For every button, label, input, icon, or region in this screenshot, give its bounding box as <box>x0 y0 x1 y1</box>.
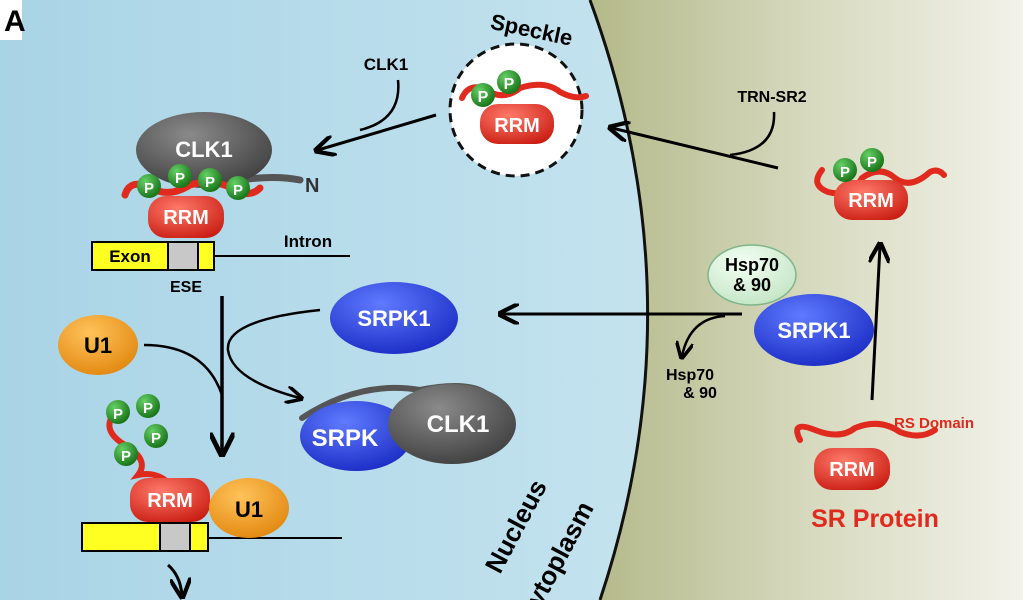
u1-free <box>58 315 138 375</box>
phospho-circle <box>144 424 168 448</box>
bottom-exit-arrow <box>166 563 182 595</box>
speckle-rrm <box>480 104 554 144</box>
phospho-label: P <box>205 174 215 191</box>
phospho-label: P <box>504 76 515 93</box>
phospho-label: P <box>121 448 131 465</box>
srpk1-to-complex-arrow <box>226 308 321 398</box>
panel-letter-bg <box>0 0 22 40</box>
clk1-top-kinase <box>136 112 272 188</box>
srpk1-main-label: SRPK1 <box>357 306 430 331</box>
top-rrm-label: RRM <box>163 207 209 229</box>
u1-input-curve <box>143 343 224 396</box>
top-ese-box <box>167 241 199 271</box>
phospho-circle <box>106 400 130 424</box>
trn-sr2-label: TRN-SR2 <box>737 89 806 106</box>
phospho-circle <box>833 158 857 182</box>
phospho-circle <box>168 164 192 188</box>
ese-label: ESE <box>170 279 202 296</box>
phospho-label: P <box>143 400 153 417</box>
srpk1-cyto <box>754 294 874 366</box>
srpk1-main <box>330 282 458 354</box>
hsp-chaperone-label: Hsp70& 90 <box>725 255 779 295</box>
phospho-circle <box>226 176 250 200</box>
n-terminus-label: N <box>305 175 319 197</box>
panel-letter: A <box>4 5 26 38</box>
speckle-to-clk1-arrow <box>318 113 437 150</box>
phospho-label: P <box>867 154 877 171</box>
sr-rrm <box>814 448 890 490</box>
phospho-label: P <box>175 170 185 187</box>
u1-bound-label: U1 <box>235 497 263 522</box>
complex-clk1 <box>388 384 516 464</box>
bottom-ese-box <box>159 522 191 552</box>
top-rrm <box>148 196 224 238</box>
clk1-input-curve <box>359 79 400 132</box>
cyto-p-rs-tail <box>814 167 947 197</box>
phospho-label: P <box>144 180 154 197</box>
phospho-label: P <box>478 89 489 106</box>
phospho-circle <box>114 442 138 466</box>
exon-label: Exon <box>109 247 151 266</box>
phospho-label: P <box>113 406 123 423</box>
cyto-p-rrm <box>834 180 908 220</box>
trn-sr2-curve <box>729 111 776 157</box>
trn-sr2-import-arrow <box>612 128 779 170</box>
phospho-circle <box>198 168 222 192</box>
sr-up-arrow <box>872 246 880 401</box>
phospho-circle <box>497 70 521 94</box>
intron-label: Intron <box>284 232 332 251</box>
phospho-label: P <box>233 182 243 199</box>
srpk1-cyto-label: SRPK1 <box>777 318 850 343</box>
hsp-released-label: Hsp70& 90 <box>666 367 717 402</box>
sr-rrm-label: RRM <box>829 459 875 481</box>
bottom-rrm <box>130 478 210 522</box>
phospho-circle <box>860 148 884 172</box>
sr-protein-title: SR Protein <box>811 505 939 533</box>
phospho-label: P <box>840 164 850 181</box>
bottom-rs-tail <box>106 409 178 493</box>
complex-srpk-label: SRPK <box>312 425 379 452</box>
phospho-circle <box>471 83 495 107</box>
top-phospho-group: P P P P <box>137 164 250 200</box>
complex-srpk <box>300 401 412 471</box>
u1-free-label: U1 <box>84 333 112 358</box>
phospho-circle <box>136 394 160 418</box>
bottom-rrm-label: RRM <box>147 490 193 512</box>
hsp-chaperone <box>707 244 797 306</box>
clk1-top-label: CLK1 <box>175 137 232 162</box>
phospho-circle <box>137 174 161 198</box>
rs-domain-label: RS Domain <box>894 415 974 432</box>
complex-clk1-label: CLK1 <box>427 411 490 438</box>
nuclear-membrane <box>588 0 650 600</box>
hsp-release-arrow <box>682 314 726 356</box>
phospho-label: P <box>151 430 161 447</box>
speckle-rrm-label: RRM <box>494 115 540 137</box>
cyto-p-rrm-label: RRM <box>848 190 894 212</box>
bottom-phospho-group: P P P P <box>106 394 168 466</box>
u1-bound <box>209 478 289 538</box>
clk1-arrow-label: CLK1 <box>364 55 408 74</box>
sr-rs-tail <box>794 420 938 443</box>
